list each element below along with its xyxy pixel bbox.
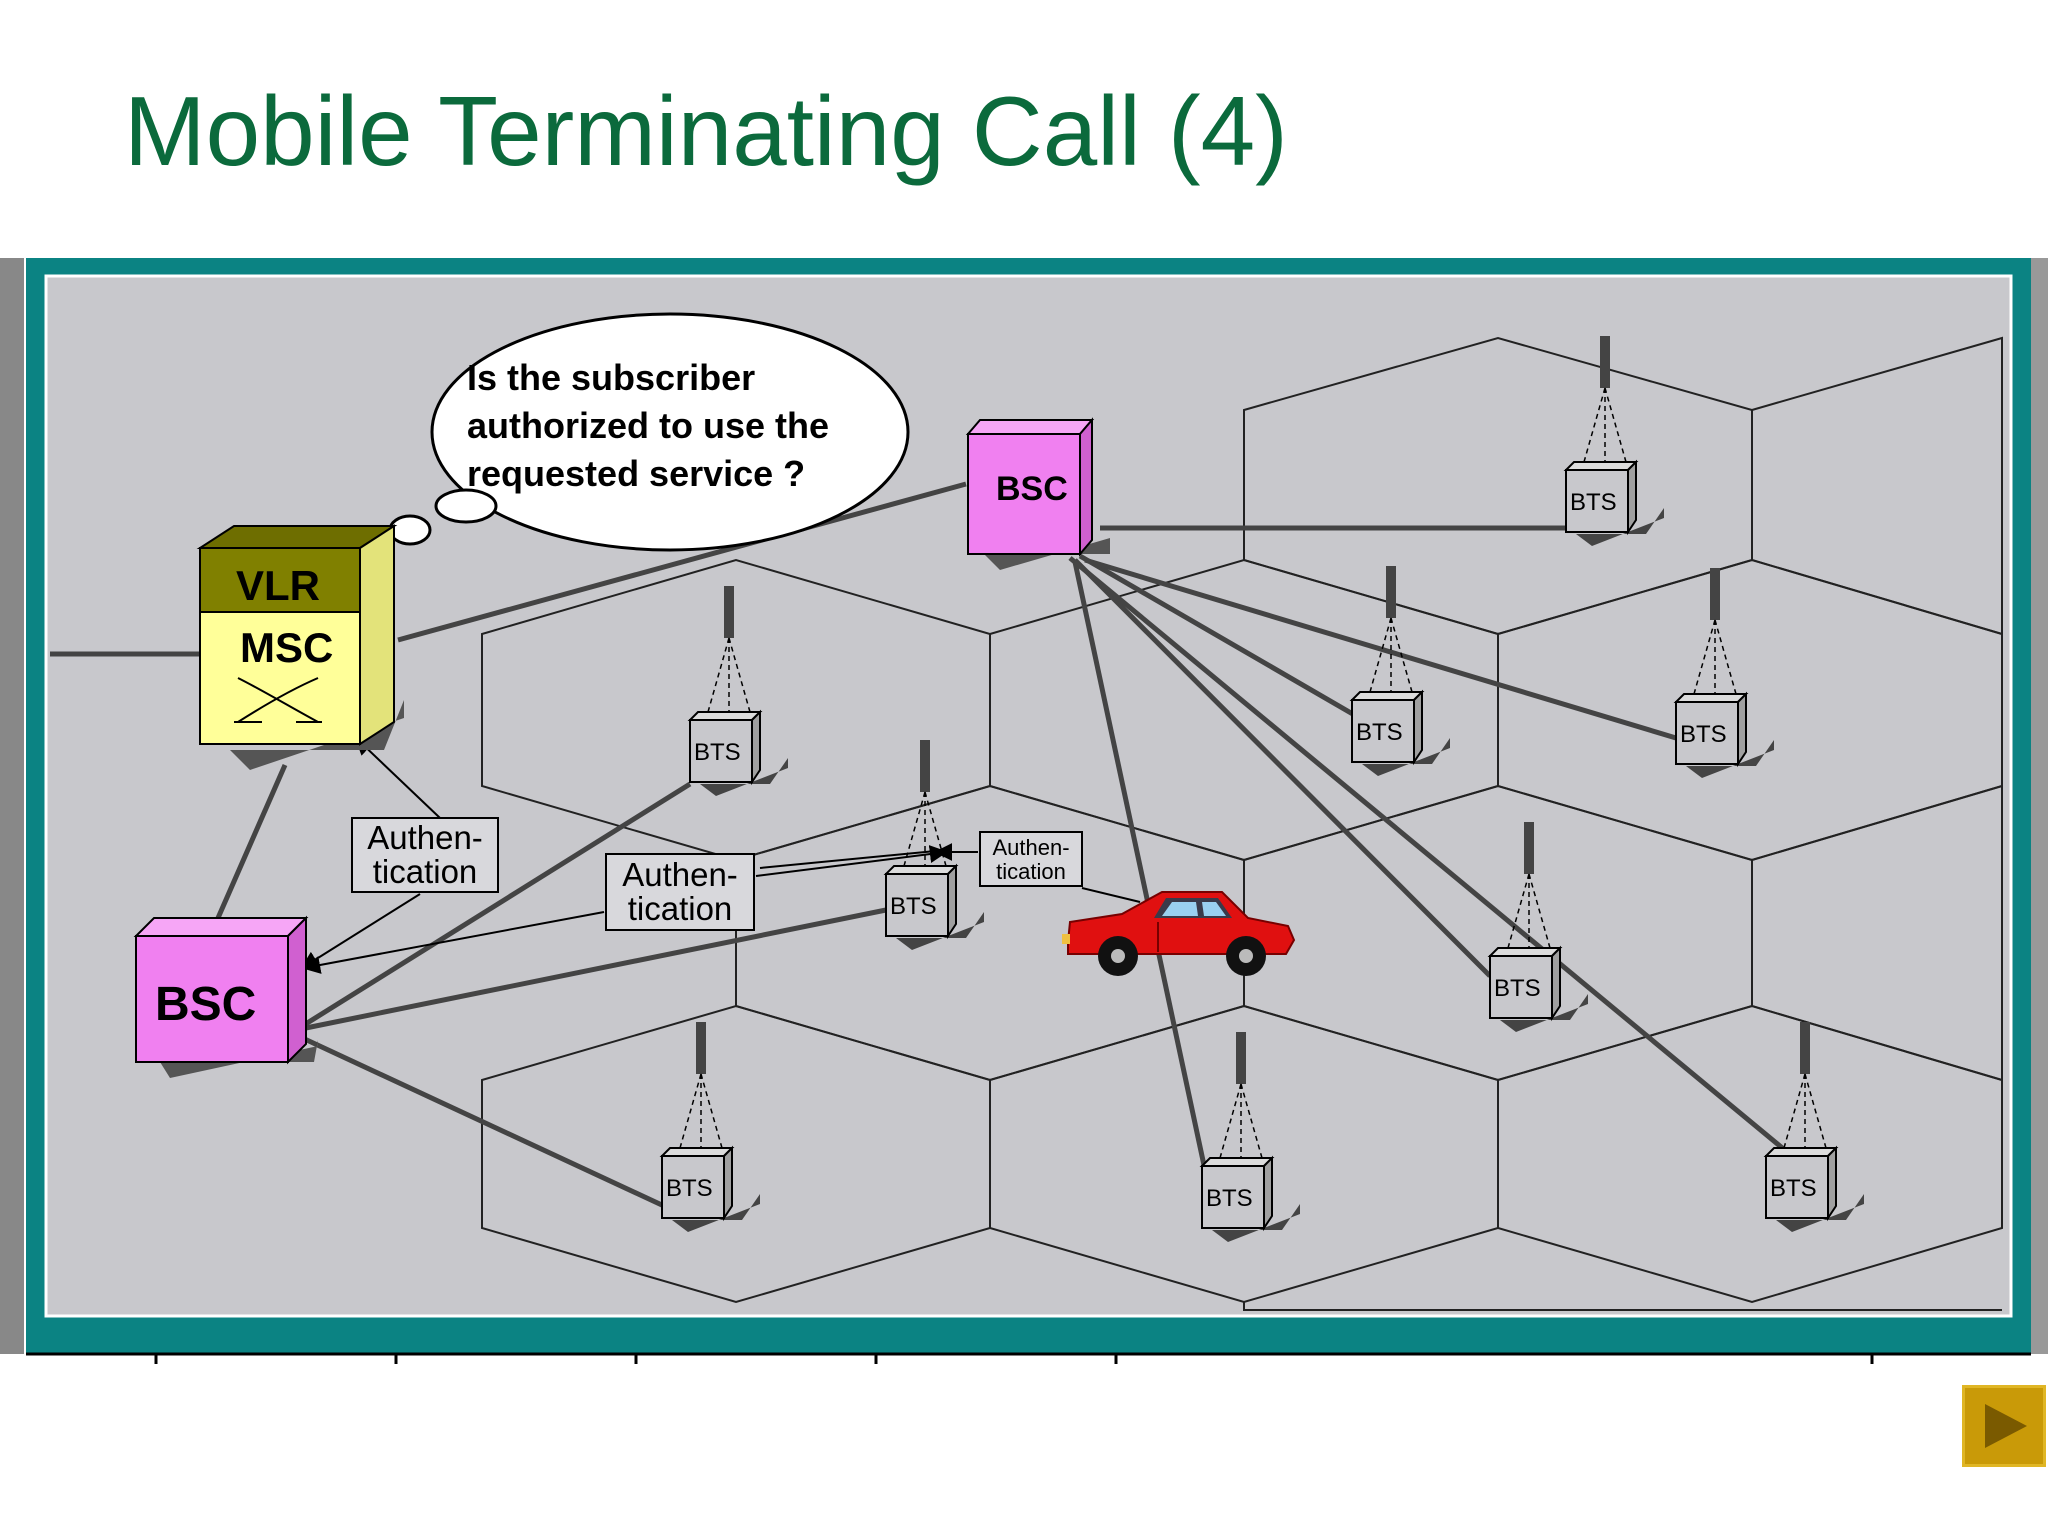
bts-label: BTS [1206, 1185, 1253, 1212]
bts-station: BTS [1199, 1032, 1300, 1242]
bts-station: BTS [1673, 568, 1774, 778]
switch-icon [234, 677, 322, 723]
bsc-label: BSC [996, 470, 1068, 508]
bsc-node: BSC [133, 915, 318, 1078]
thought-bubble: Is the subscriber authorized to use the … [365, 312, 910, 572]
cell [1497, 1004, 2003, 1304]
next-slide-button[interactable] [1962, 1385, 2046, 1467]
auth-label-box: Authen- tication [605, 853, 755, 931]
bts-label: BTS [666, 1175, 713, 1202]
bts-station: BTS [659, 1022, 760, 1232]
slide-title: Mobile Terminating Call (4) [124, 76, 1288, 186]
right-edge-bar [2031, 258, 2048, 1354]
bubble-text-line: authorized to use the [467, 405, 829, 446]
links [50, 481, 1794, 1209]
auth-label-line: tication [628, 890, 733, 927]
bts-label: BTS [890, 893, 937, 920]
bubble-text-line: requested service ? [467, 453, 805, 494]
auth-label-box: Authen- tication [979, 831, 1083, 887]
msc-vlr-node: VLR MSC [196, 524, 404, 770]
bsc-label: BSC [155, 978, 256, 1031]
cell-edge [1243, 1302, 2002, 1311]
auth-label-line: tication [373, 853, 478, 890]
play-triangle-icon [1985, 1404, 2027, 1448]
msc-label: MSC [240, 624, 333, 671]
car-icon [1062, 891, 1296, 976]
bts-label: BTS [1570, 489, 1617, 516]
bubble-text-line: Is the subscriber [467, 357, 755, 398]
bts-station: BTS [883, 740, 984, 950]
bts-label: BTS [1680, 721, 1727, 748]
vlr-label: VLR [236, 562, 320, 609]
bts-station: BTS [1563, 336, 1664, 546]
bts-station: BTS [1487, 822, 1588, 1032]
auth-label-line: Authen- [622, 856, 738, 893]
bts-label: BTS [694, 739, 741, 766]
bts-label: BTS [1770, 1175, 1817, 1202]
auth-arrows [300, 736, 1141, 974]
bts-station: BTS [687, 586, 788, 796]
bsc-node: BSC [965, 417, 1110, 570]
left-edge-bar [0, 258, 24, 1354]
bts-label: BTS [1494, 975, 1541, 1002]
bottom-ruler [26, 1352, 2031, 1364]
auth-label-line: Authen- [367, 819, 483, 856]
auth-label-box: Authen- tication [351, 817, 499, 893]
cell-grid [481, 336, 2003, 1311]
bts-label: BTS [1356, 719, 1403, 746]
bts-station: BTS [1349, 566, 1450, 776]
auth-label-line: Authen- [992, 835, 1069, 860]
bts-station: BTS [1763, 1022, 1864, 1232]
auth-label-line: tication [996, 859, 1066, 884]
